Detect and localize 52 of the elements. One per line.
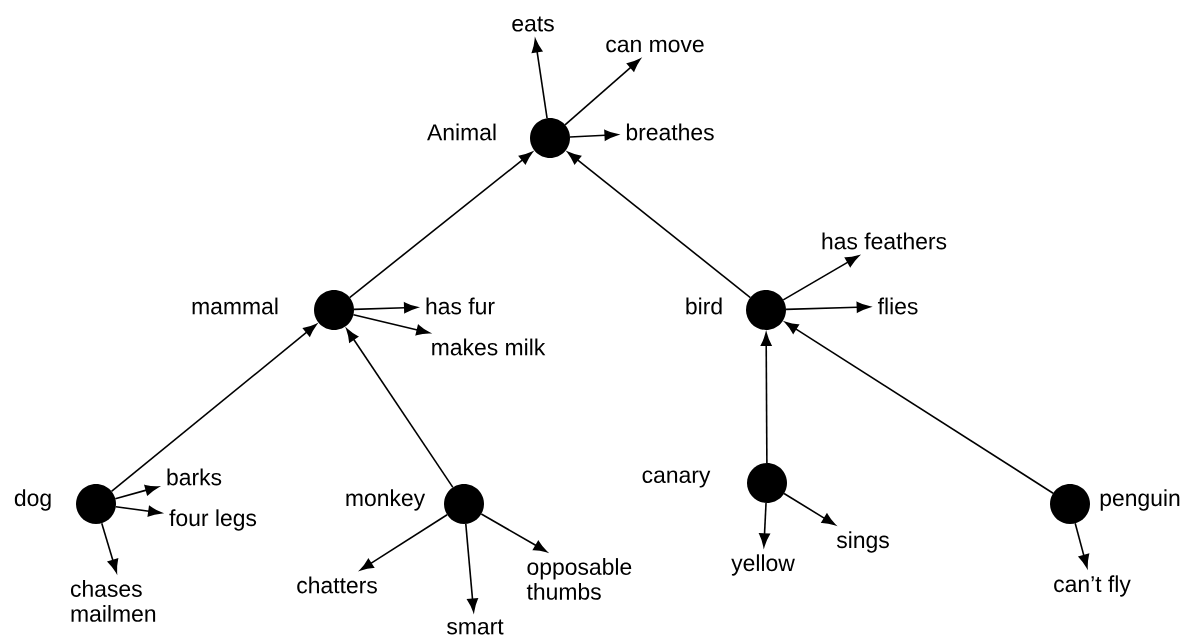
property-label: has fur bbox=[426, 297, 495, 315]
property-label: can’t fly bbox=[1054, 575, 1131, 597]
class-dot bbox=[314, 290, 354, 330]
class-label: penguin bbox=[1100, 489, 1180, 511]
arrow bbox=[480, 513, 548, 553]
class-dot bbox=[746, 290, 786, 330]
arrow bbox=[782, 255, 859, 301]
property-label: smart bbox=[447, 619, 504, 635]
property-label: opposable thumbs bbox=[526, 558, 632, 600]
arrow bbox=[114, 484, 159, 500]
class-label: canary bbox=[642, 470, 711, 488]
arrow bbox=[352, 313, 430, 336]
property-label: flies bbox=[877, 297, 918, 315]
property-label: yellow bbox=[731, 554, 795, 576]
arrow bbox=[353, 302, 418, 314]
class-label: Animal bbox=[427, 123, 496, 141]
class-dot bbox=[76, 484, 116, 524]
property-label: eats bbox=[512, 16, 554, 32]
property-label: barks bbox=[167, 468, 222, 486]
arrow bbox=[1074, 522, 1090, 568]
arrow bbox=[564, 58, 641, 126]
class-label: dog bbox=[14, 489, 51, 511]
property-label: four legs bbox=[169, 509, 257, 531]
property-label: breathes bbox=[626, 123, 714, 141]
property-label: can move bbox=[606, 39, 704, 53]
arrow bbox=[759, 502, 770, 547]
arrow bbox=[348, 151, 533, 299]
arrow bbox=[100, 522, 119, 573]
arrow bbox=[110, 323, 317, 493]
arrow bbox=[760, 332, 772, 464]
arrow bbox=[360, 513, 448, 571]
arrow bbox=[346, 328, 454, 489]
property-label: sings bbox=[836, 531, 889, 553]
class-dot bbox=[530, 118, 570, 158]
arrow bbox=[115, 505, 162, 517]
arrow bbox=[785, 301, 871, 313]
arrow bbox=[783, 492, 836, 526]
property-label: makes milk bbox=[432, 338, 546, 356]
class-dot bbox=[444, 484, 484, 524]
class-label: monkey bbox=[346, 489, 426, 511]
class-label: mammal bbox=[192, 297, 278, 315]
class-dot bbox=[1050, 484, 1090, 524]
class-label: bird bbox=[686, 297, 722, 315]
arrow bbox=[569, 129, 618, 141]
property-label: chatters bbox=[297, 576, 377, 594]
class-dot bbox=[747, 463, 787, 503]
property-label: has feathers bbox=[822, 232, 947, 250]
arrow bbox=[784, 321, 1054, 495]
arrow bbox=[531, 39, 548, 119]
arrow bbox=[465, 523, 478, 612]
property-label: chases mailmen bbox=[71, 580, 156, 622]
arrow bbox=[567, 151, 752, 299]
